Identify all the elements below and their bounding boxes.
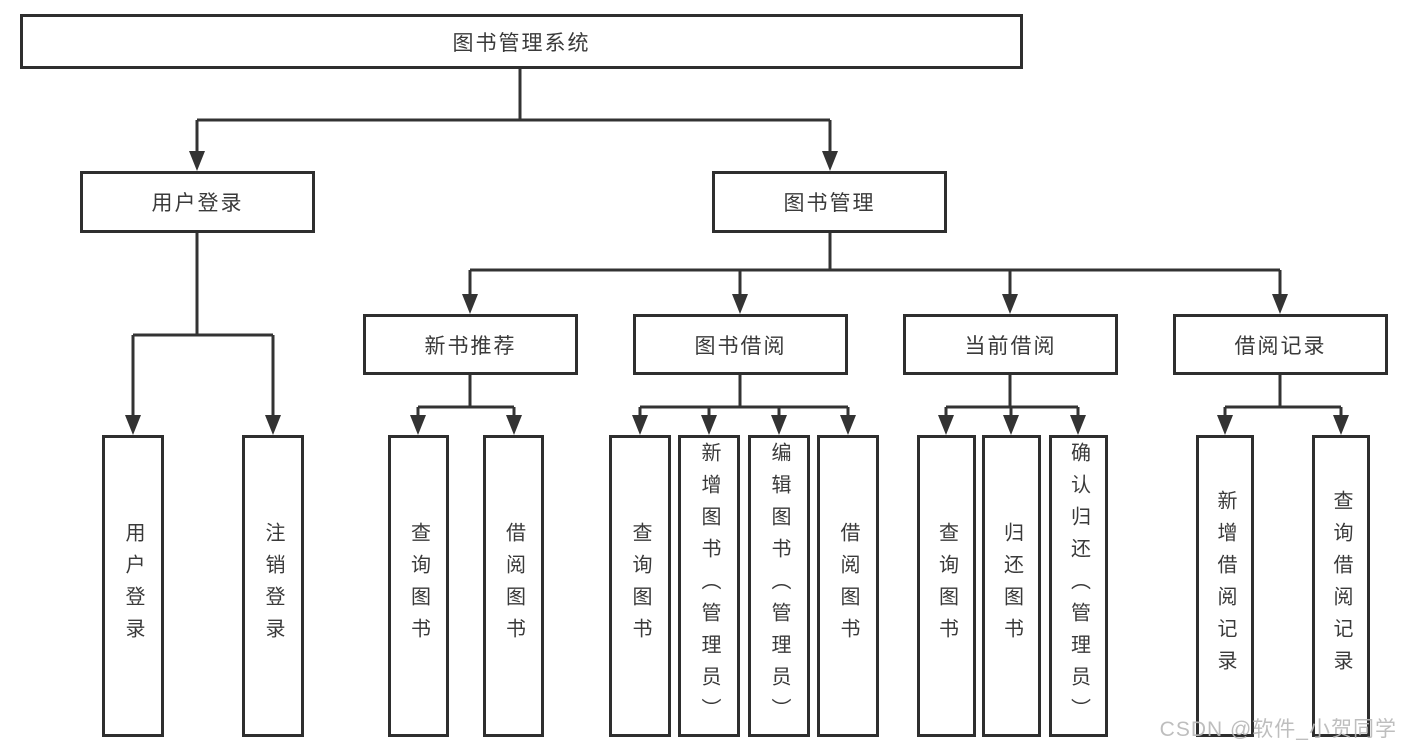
node-label: 当前借阅 — [964, 334, 1057, 358]
node-book-borrowing: 图书借阅 — [633, 314, 848, 375]
leaf-borrow-borrow-books: 借阅图书 — [817, 435, 879, 737]
leaf-records-add-record: 新增借阅记录 — [1196, 435, 1254, 737]
node-label: 借阅图书 — [837, 522, 859, 650]
node-label: 查询图书 — [407, 522, 430, 650]
node-label: 用户登录 — [151, 192, 244, 215]
node-label: 新增借阅记录 — [1214, 490, 1236, 682]
node-label: 图书管理 — [783, 192, 876, 215]
leaf-borrow-query-books: 查询图书 — [609, 435, 671, 737]
node-label: 用户登录 — [122, 522, 144, 650]
node-borrowing-records: 借阅记录 — [1173, 314, 1388, 375]
node-new-book-recommend: 新书推荐 — [363, 314, 578, 375]
leaf-borrow-add-books-admin: 新增图书（管理员） — [678, 435, 740, 737]
leaf-records-query-record: 查询借阅记录 — [1312, 435, 1370, 737]
node-label: 查询借阅记录 — [1330, 490, 1352, 682]
leaf-current-query-books: 查询图书 — [917, 435, 976, 737]
node-label: 图书管理系统 — [452, 31, 591, 55]
node-label: 图书借阅 — [694, 334, 787, 358]
leaf-newrec-query-books: 查询图书 — [388, 435, 449, 737]
node-label: 确认归还（管理员） — [1067, 442, 1090, 730]
node-label: 借阅图书 — [502, 522, 525, 650]
leaf-newrec-borrow-books: 借阅图书 — [483, 435, 544, 737]
leaf-current-return-books: 归还图书 — [982, 435, 1041, 737]
node-label: 查询图书 — [629, 522, 651, 650]
node-label: 查询图书 — [935, 522, 958, 650]
leaf-logout: 注销登录 — [242, 435, 304, 737]
leaf-borrow-edit-books-admin: 编辑图书（管理员） — [748, 435, 810, 737]
watermark: CSDN @软件_小贺同学 — [1159, 718, 1397, 741]
node-label: 归还图书 — [1000, 522, 1023, 650]
node-label: 注销登录 — [262, 522, 284, 650]
leaf-current-confirm-return-admin: 确认归还（管理员） — [1049, 435, 1108, 737]
node-root: 图书管理系统 — [20, 14, 1023, 69]
node-label: 编辑图书（管理员） — [768, 442, 790, 730]
node-label: 新书推荐 — [424, 334, 517, 358]
node-label: 新增图书（管理员） — [698, 442, 720, 730]
node-user-login: 用户登录 — [80, 171, 315, 233]
node-label: 借阅记录 — [1234, 334, 1327, 358]
node-current-borrowing: 当前借阅 — [903, 314, 1118, 375]
leaf-user-login: 用户登录 — [102, 435, 164, 737]
node-book-management: 图书管理 — [712, 171, 947, 233]
